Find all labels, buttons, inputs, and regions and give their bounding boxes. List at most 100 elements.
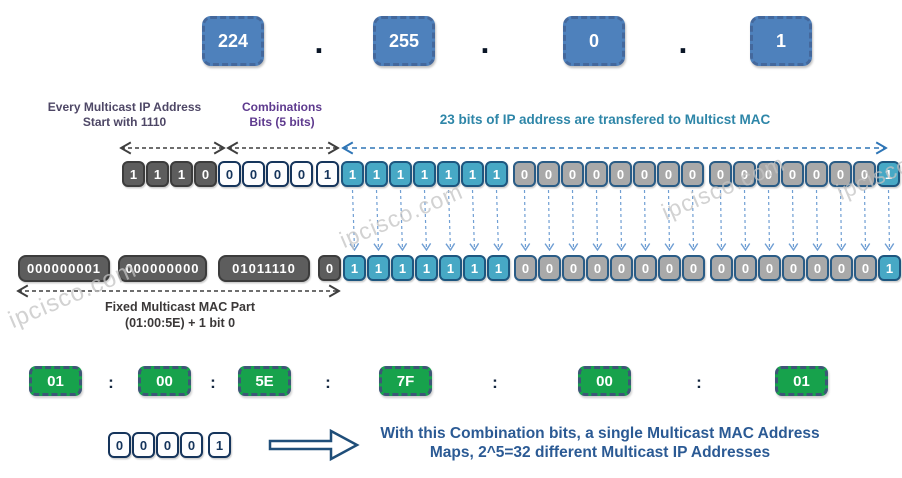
bit-transfer-arrow bbox=[525, 189, 526, 250]
mac-hex-byte-3: 5E bbox=[238, 366, 291, 396]
label-line: Bits (5 bits) bbox=[249, 115, 315, 129]
bit-box: 0 bbox=[132, 432, 155, 458]
mac-colon-separator: : bbox=[325, 373, 331, 392]
bit-box: 0 bbox=[514, 255, 537, 281]
mac-fixed-byte-3: 01011110 bbox=[218, 255, 310, 282]
bit-box: 0 bbox=[266, 161, 289, 187]
bit-box: 0 bbox=[290, 161, 313, 187]
bit-box: 0 bbox=[108, 432, 131, 458]
bit-transfer-arrow bbox=[793, 189, 794, 250]
bit-transfer-arrow bbox=[449, 189, 451, 250]
bit-box: 0 bbox=[805, 161, 828, 187]
bit-box: 0 bbox=[657, 161, 680, 187]
bit-box: 0 bbox=[758, 255, 781, 281]
ip-dot-separator: . bbox=[480, 24, 490, 60]
bit-transfer-arrow bbox=[473, 189, 475, 250]
label-fixed-mac-part: Fixed Multicast MAC Part (01:00:5E) + 1 … bbox=[70, 299, 290, 331]
bit-box: 1 bbox=[437, 161, 460, 187]
bit-box: 0 bbox=[610, 255, 633, 281]
bit-box: 1 bbox=[439, 255, 462, 281]
bit-box: 0 bbox=[513, 161, 536, 187]
bit-box: 0 bbox=[854, 255, 877, 281]
bit-box: 1 bbox=[365, 161, 388, 187]
bit-box: 1 bbox=[413, 161, 436, 187]
mac-colon-separator: : bbox=[696, 373, 702, 392]
mac-colon-separator: : bbox=[108, 373, 114, 392]
mac-hex-byte-1: 01 bbox=[29, 366, 82, 396]
bit-transfer-arrow bbox=[865, 189, 866, 250]
bit-transfer-arrow bbox=[353, 189, 355, 250]
label-line: Start with 1110 bbox=[82, 115, 167, 129]
bit-box: 0 bbox=[609, 161, 632, 187]
bit-transfer-arrow bbox=[669, 189, 670, 250]
label-line: Every Multicast IP Address bbox=[47, 100, 202, 114]
maps-to-block-arrow-icon bbox=[268, 428, 360, 462]
bit-box: 0 bbox=[757, 161, 780, 187]
bit-box: 0 bbox=[829, 161, 852, 187]
label-line: (01:00:5E) + 1 bit 0 bbox=[124, 316, 236, 330]
bit-transfer-arrow bbox=[549, 189, 550, 250]
bit-box: 1 bbox=[415, 255, 438, 281]
bit-box: 0 bbox=[218, 161, 241, 187]
label-23-bits-transferred: 23 bits of IP address are transfered to … bbox=[439, 112, 771, 127]
bit-box: 1 bbox=[487, 255, 510, 281]
mac-colon-separator: : bbox=[492, 373, 498, 392]
bit-box: 1 bbox=[146, 161, 169, 187]
bit-transfer-arrow bbox=[621, 189, 622, 250]
bit-box: 1 bbox=[461, 161, 484, 187]
bit-box: 1 bbox=[316, 161, 339, 187]
bit-box: 0 bbox=[733, 161, 756, 187]
bit-box: 0 bbox=[586, 255, 609, 281]
bit-transfer-arrow bbox=[597, 189, 598, 250]
bit-transfer-arrow bbox=[573, 189, 574, 250]
bit-box: 0 bbox=[806, 255, 829, 281]
bit-box: 1 bbox=[389, 161, 412, 187]
mac-fixed-byte-2: 000000000 bbox=[118, 255, 207, 282]
bit-box: 1 bbox=[485, 161, 508, 187]
label-conclusion: With this Combination bits, a single Mul… bbox=[375, 424, 825, 462]
bit-box: 0 bbox=[585, 161, 608, 187]
bit-transfer-arrow bbox=[401, 189, 403, 250]
bit-box: 1 bbox=[878, 255, 901, 281]
bit-transfer-arrow bbox=[721, 189, 722, 250]
mac-hex-byte-6: 01 bbox=[775, 366, 828, 396]
bit-box: 0 bbox=[538, 255, 561, 281]
watermark: ipcisco.com bbox=[335, 177, 467, 254]
bit-box: 0 bbox=[681, 161, 704, 187]
bit-box: 1 bbox=[391, 255, 414, 281]
ip-octet-2-box: 255 bbox=[373, 16, 435, 66]
bit-transfer-arrow bbox=[817, 189, 818, 250]
bit-transfer-arrow bbox=[377, 189, 379, 250]
bit-box: 1 bbox=[341, 161, 364, 187]
bit-box: 0 bbox=[318, 255, 341, 281]
label-ip-start-with-1110: Every Multicast IP Address Start with 11… bbox=[22, 100, 227, 130]
bit-box: 0 bbox=[180, 432, 203, 458]
bit-box: 1 bbox=[343, 255, 366, 281]
bit-box: 0 bbox=[682, 255, 705, 281]
bit-box: 0 bbox=[194, 161, 217, 187]
bit-box: 1 bbox=[208, 432, 231, 458]
mac-hex-byte-5: 00 bbox=[578, 366, 631, 396]
label-line: Fixed Multicast MAC Part bbox=[104, 300, 256, 314]
bit-box: 0 bbox=[782, 255, 805, 281]
bit-box: 0 bbox=[156, 432, 179, 458]
bit-box: 1 bbox=[170, 161, 193, 187]
bit-box: 0 bbox=[658, 255, 681, 281]
bit-box: 0 bbox=[537, 161, 560, 187]
bit-box: 0 bbox=[242, 161, 265, 187]
bit-transfer-arrow bbox=[497, 189, 499, 250]
label-line: With this Combination bits, a single Mul… bbox=[380, 425, 820, 442]
bit-box: 0 bbox=[781, 161, 804, 187]
ip-octet-4-box: 1 bbox=[750, 16, 812, 66]
ip-octet-3-box: 0 bbox=[563, 16, 625, 66]
